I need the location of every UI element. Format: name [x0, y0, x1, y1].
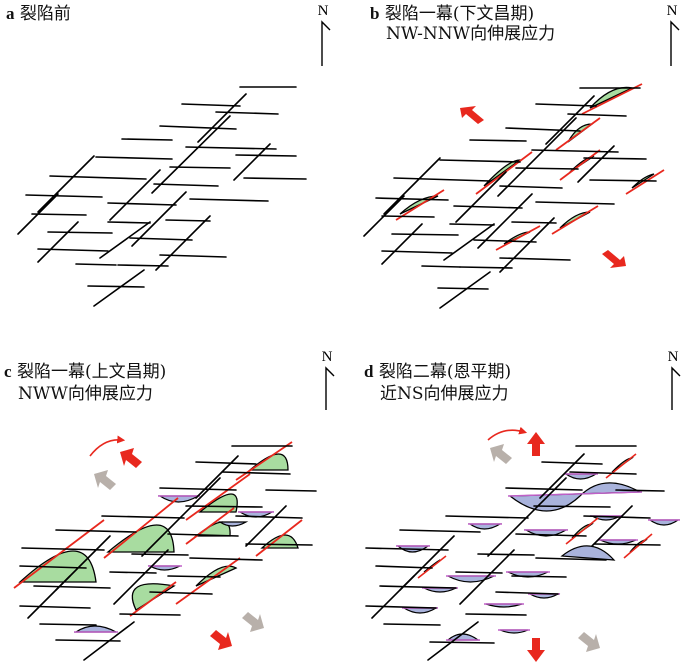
panel-a-label: a 裂陷前	[6, 4, 71, 24]
panel-title: 裂陷一幕(下文昌期)	[384, 4, 535, 24]
gray-arrow-nw	[94, 470, 116, 490]
north-arrow-a: N	[318, 3, 331, 66]
curved-rotation-arrow	[487, 426, 528, 441]
north-label: N	[667, 3, 678, 19]
north-label: N	[318, 3, 329, 19]
north-label: N	[668, 349, 679, 365]
red-arrow-se	[210, 630, 232, 650]
panel-b-network	[363, 83, 665, 309]
gray-arrow-se	[242, 612, 264, 632]
gray-arrow-se	[578, 632, 600, 652]
panel-b-black-lines	[363, 87, 657, 309]
panel-c-stress-arrows	[89, 435, 264, 650]
panel-c-label: c 裂陷一幕(上文昌期)	[4, 362, 166, 382]
panel-title: 裂陷前	[19, 4, 71, 24]
north-arrow-d: N	[668, 349, 681, 410]
panel-c-network	[13, 435, 317, 661]
gray-arrow-nw	[490, 444, 512, 464]
north-label: N	[322, 349, 333, 365]
panel-d-subtitle: 近NS向伸展应力	[380, 384, 509, 404]
panel-b-stress-arrows	[460, 106, 626, 268]
north-arrow-b: N	[667, 3, 680, 66]
panel-c-green-wedges	[18, 453, 299, 611]
red-arrow-north	[527, 432, 545, 456]
panel-letter: d	[364, 362, 374, 381]
panel-d-label: d 裂陷二幕(恩平期)	[364, 362, 511, 382]
panel-letter: b	[370, 4, 380, 23]
red-arrow-nw	[460, 106, 484, 124]
panel-d-black-lines	[365, 445, 665, 661]
curved-rotation-arrow	[89, 435, 126, 457]
panel-title: 裂陷一幕(上文昌期)	[16, 362, 167, 382]
panel-letter: a	[6, 4, 15, 23]
panel-title: 裂陷二幕(恩平期)	[378, 362, 512, 382]
panel-d-network	[365, 426, 680, 662]
red-arrow-south	[527, 638, 545, 662]
panel-c-purple-lines	[74, 495, 274, 633]
red-arrow-nw	[120, 448, 142, 468]
panel-c-black-lines	[19, 445, 317, 661]
panel-d-stress-arrows	[487, 426, 600, 662]
panel-letter: c	[4, 362, 12, 381]
panel-b-red-faults	[395, 83, 665, 251]
panel-c-subtitle: NWW向伸展应力	[18, 384, 153, 404]
panel-d-green-wedges	[423, 457, 648, 573]
panel-b-subtitle: NW-NNW向伸展应力	[386, 24, 556, 44]
north-arrow-c: N	[322, 349, 335, 410]
panel-a-network	[17, 86, 307, 307]
panel-b-label: b 裂陷一幕(下文昌期)	[370, 4, 534, 24]
panel-b-green-wedges	[399, 86, 655, 245]
red-arrow-se	[602, 250, 626, 268]
panel-d-blue-lenses	[396, 473, 680, 641]
